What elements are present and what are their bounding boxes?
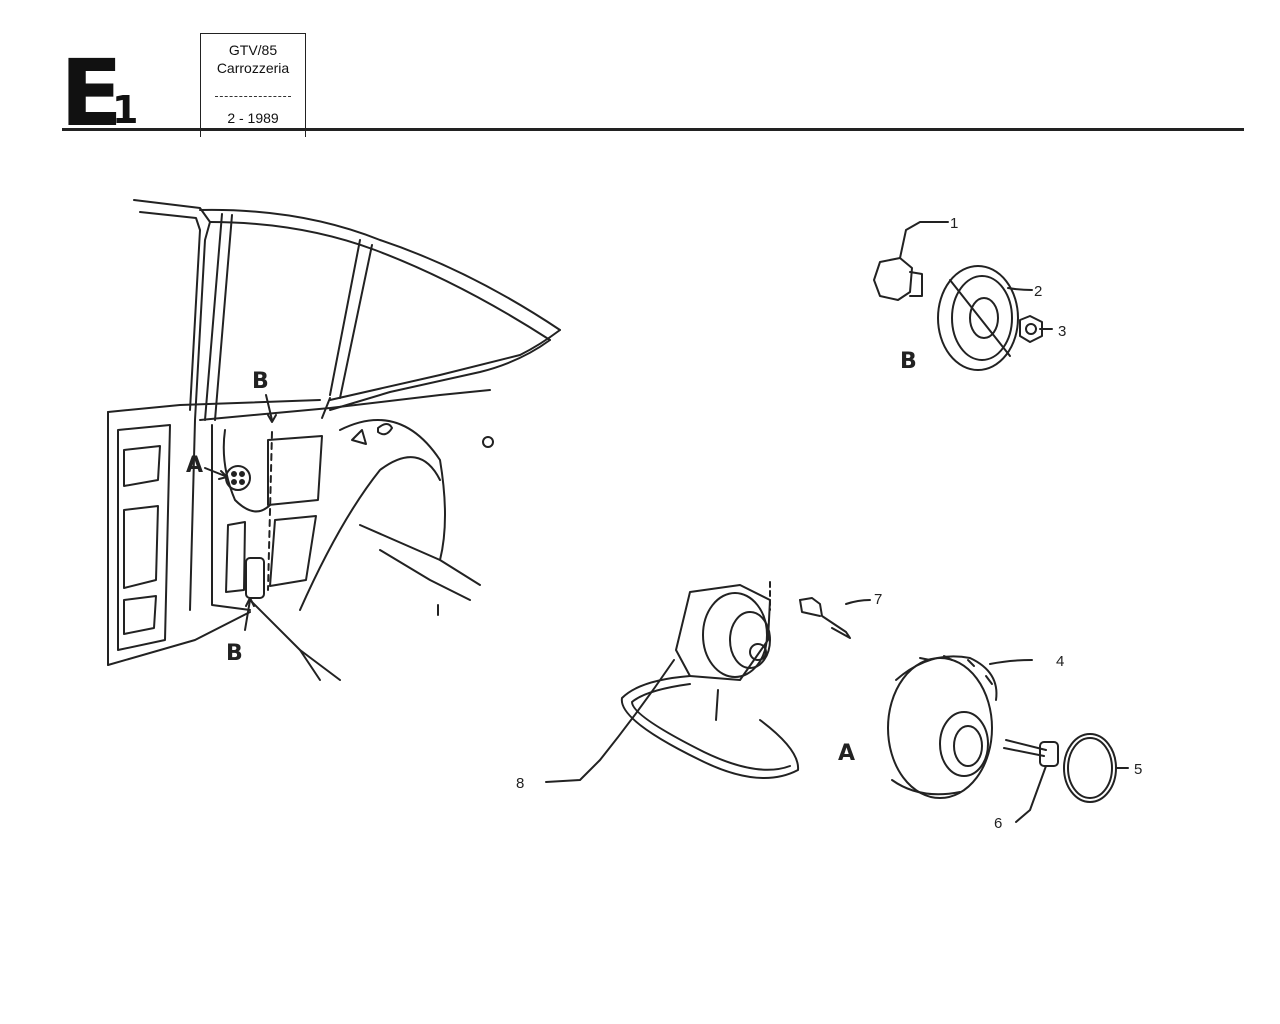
detail-label-a: A: [838, 741, 855, 766]
body-view-label-a: A: [186, 453, 203, 478]
section-number: 1: [112, 88, 139, 132]
callout-3: 3: [1058, 323, 1066, 340]
callout-8: 8: [516, 775, 524, 792]
callout-7: 7: [874, 591, 882, 608]
callout-1: 1: [950, 215, 958, 232]
header-rule: [62, 128, 1244, 131]
info-divider: [215, 96, 291, 97]
info-box: GTV/85 Carrozzeria 2 - 1989: [200, 33, 306, 137]
callout-6: 6: [994, 815, 1002, 832]
detail-label-b: B: [900, 349, 917, 374]
callout-2: 2: [1034, 283, 1042, 300]
edition-date: 2 - 1989: [227, 110, 279, 126]
body-view-label-b-upper: B: [252, 369, 269, 394]
model-code: GTV/85: [228, 42, 278, 58]
car-body-quarter-drawing: [107, 199, 561, 681]
group-name: Carrozzeria: [216, 60, 290, 76]
section-letter: E: [60, 40, 123, 147]
body-view-label-b-lower: B: [226, 641, 243, 666]
knob-assembly-drawing: [887, 655, 1129, 823]
wheel-hub-drawing: [873, 221, 1053, 371]
callout-4: 4: [1056, 653, 1064, 670]
callout-5: 5: [1134, 761, 1142, 778]
winch-drum-drawing: [545, 581, 871, 783]
